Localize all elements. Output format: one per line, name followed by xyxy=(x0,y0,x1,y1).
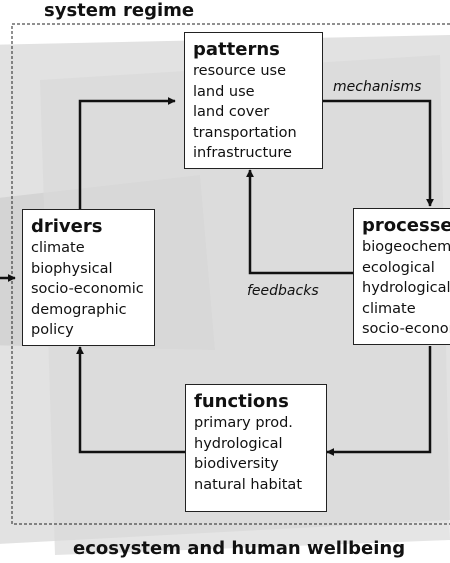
arrow-processes-to-patterns-feedbacks xyxy=(246,169,355,275)
processes-item: biogeochemical xyxy=(362,239,450,255)
functions-item: primary prod. xyxy=(194,415,293,431)
shade-plane-front xyxy=(40,55,450,555)
functions-title: functions xyxy=(194,391,289,412)
functions-item: biodiversity xyxy=(194,456,279,472)
patterns-item: infrastructure xyxy=(193,145,292,161)
patterns-item: resource use xyxy=(193,63,286,79)
functions-item: natural habitat xyxy=(194,476,302,493)
feedbacks-label: feedbacks xyxy=(247,283,319,299)
drivers-item: socio-economic xyxy=(31,281,144,297)
drivers-box: drivers climate biophysical socio-econom… xyxy=(22,209,155,346)
drivers-item: policy xyxy=(31,322,74,338)
functions-item: hydrological xyxy=(194,435,283,452)
processes-item: socio-economic xyxy=(362,321,450,337)
drivers-item: demographic xyxy=(31,301,127,318)
patterns-item: transportation xyxy=(193,124,297,141)
functions-box: functions primary prod. hydrological bio… xyxy=(185,384,327,512)
bottom-title: ecosystem and human wellbeing xyxy=(73,538,406,559)
drivers-item: climate xyxy=(31,240,85,256)
patterns-box: patterns resource use land use land cove… xyxy=(184,32,323,169)
arrow-drivers-to-patterns xyxy=(78,97,176,209)
drivers-title: drivers xyxy=(31,216,103,237)
arrow-processes-to-functions xyxy=(326,346,432,456)
arrow-patterns-to-processes xyxy=(323,99,434,207)
processes-item: climate xyxy=(362,300,416,317)
top-title: system regime xyxy=(44,0,195,21)
mechanisms-label: mechanisms xyxy=(333,79,422,95)
processes-item: ecological xyxy=(362,259,435,276)
arrow-functions-to-drivers xyxy=(76,346,185,454)
processes-box: processes biogeochemical ecological hydr… xyxy=(353,208,450,345)
patterns-item: land cover xyxy=(193,104,270,120)
processes-title: processes xyxy=(362,215,450,236)
patterns-title: patterns xyxy=(193,39,280,60)
drivers-item: biophysical xyxy=(31,260,113,277)
processes-item: hydrological xyxy=(362,280,450,296)
patterns-item: land use xyxy=(193,83,255,100)
